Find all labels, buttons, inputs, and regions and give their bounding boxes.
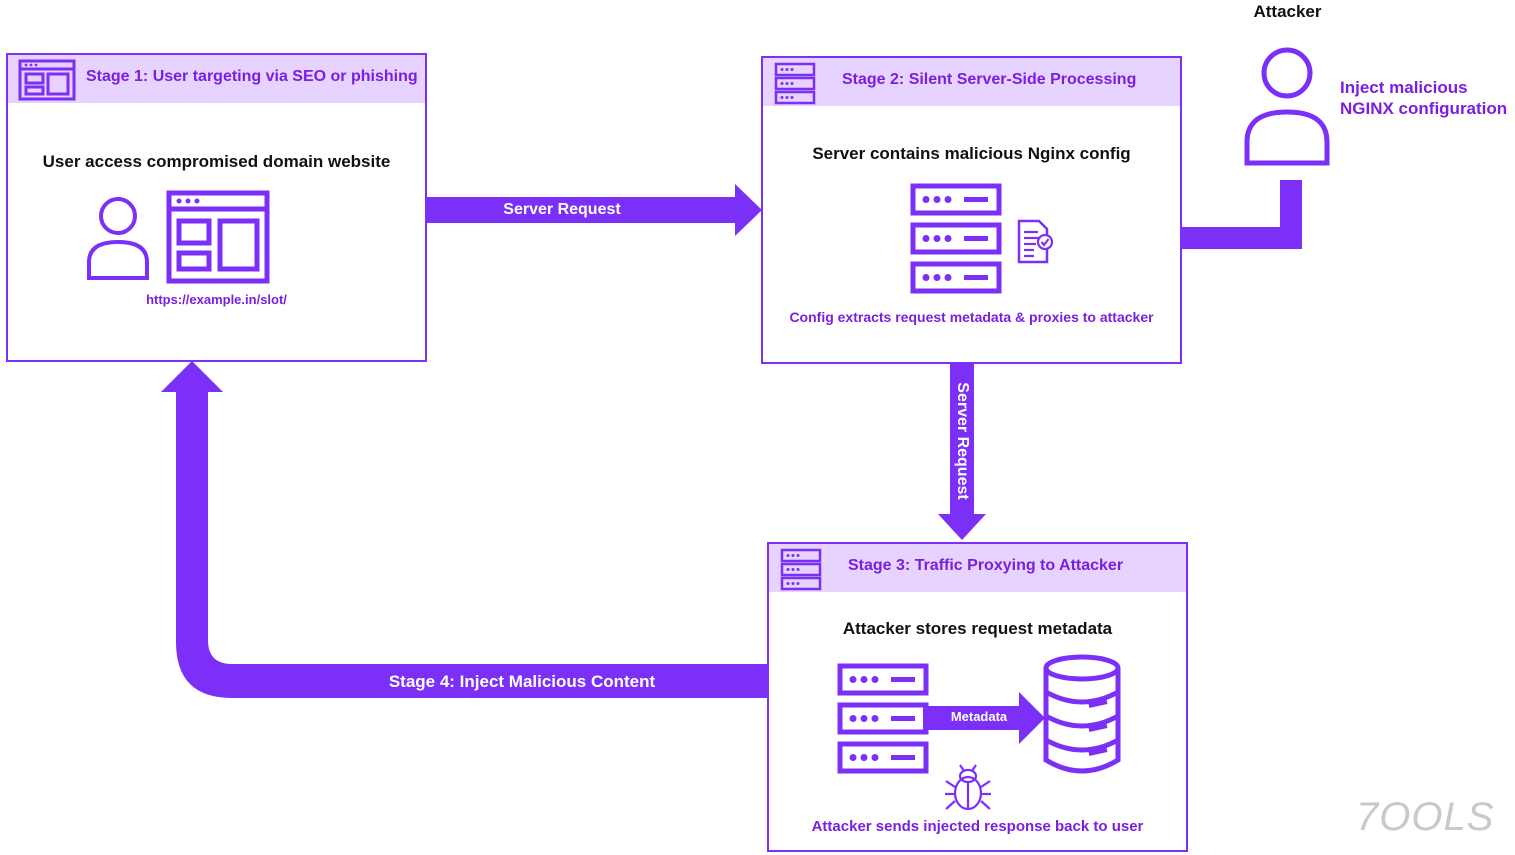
browser-window-icon xyxy=(166,190,270,284)
attacker-icon xyxy=(1244,47,1330,166)
watermark-logo: 7OOLS xyxy=(1356,795,1495,839)
server-rack-icon xyxy=(780,548,822,591)
server-rack-icon xyxy=(774,62,816,105)
stage-3-title: Stage 3: Traffic Proxying to Attacker xyxy=(848,557,1124,574)
stage-1-box: Stage 1: User targeting via SEO or phish… xyxy=(6,53,427,362)
server-rack-icon xyxy=(837,663,929,774)
browser-window-icon xyxy=(18,59,76,101)
bug-icon xyxy=(945,764,991,811)
attacker-title: Attacker xyxy=(1253,2,1322,21)
server-rack-icon xyxy=(910,183,1002,294)
config-document-icon xyxy=(1017,219,1054,264)
stage-2-box: Stage 2: Silent Server-Side Processing S… xyxy=(761,56,1182,364)
arrow-label-server-request-down: Server Request xyxy=(954,382,971,500)
metadata-label: Metadata xyxy=(950,709,1008,724)
arrow-server-request-down xyxy=(938,357,986,540)
stage-1-header: Stage 1: User targeting via SEO or phish… xyxy=(8,55,425,103)
attacker-note-line-2: NGINX configuration xyxy=(1340,99,1508,118)
stage-2-caption: Config extracts request metadata & proxi… xyxy=(789,309,1154,325)
stage-2-header: Stage 2: Silent Server-Side Processing xyxy=(763,58,1180,106)
user-icon xyxy=(87,197,149,280)
metadata-arrow xyxy=(923,692,1045,744)
arrow-inject-malicious-content xyxy=(161,361,768,698)
stage-1-headline: User access compromised domain website xyxy=(42,152,391,171)
stage-1-title: Stage 1: User targeting via SEO or phish… xyxy=(86,68,418,85)
stage-1-url: https://example.in/slot/ xyxy=(146,292,287,307)
stage-2-title: Stage 2: Silent Server-Side Processing xyxy=(842,71,1137,88)
stage-3-header: Stage 3: Traffic Proxying to Attacker xyxy=(769,544,1186,592)
arrow-server-request-right xyxy=(374,184,762,236)
stage-3-box: Stage 3: Traffic Proxying to Attacker At… xyxy=(767,542,1188,852)
database-icon xyxy=(1043,654,1121,774)
stage-3-headline: Attacker stores request metadata xyxy=(842,619,1113,638)
stage-3-caption: Attacker sends injected response back to… xyxy=(811,818,1144,835)
arrow-label-inject-malicious-content: Stage 4: Inject Malicious Content xyxy=(388,672,656,691)
attacker-note-line-1: Inject malicious xyxy=(1340,78,1468,97)
attacker-note: Inject malicious NGINX configuration xyxy=(1340,77,1507,119)
arrow-label-server-request-right: Server Request xyxy=(503,201,621,218)
stage-2-headline: Server contains malicious Nginx config xyxy=(812,144,1131,163)
